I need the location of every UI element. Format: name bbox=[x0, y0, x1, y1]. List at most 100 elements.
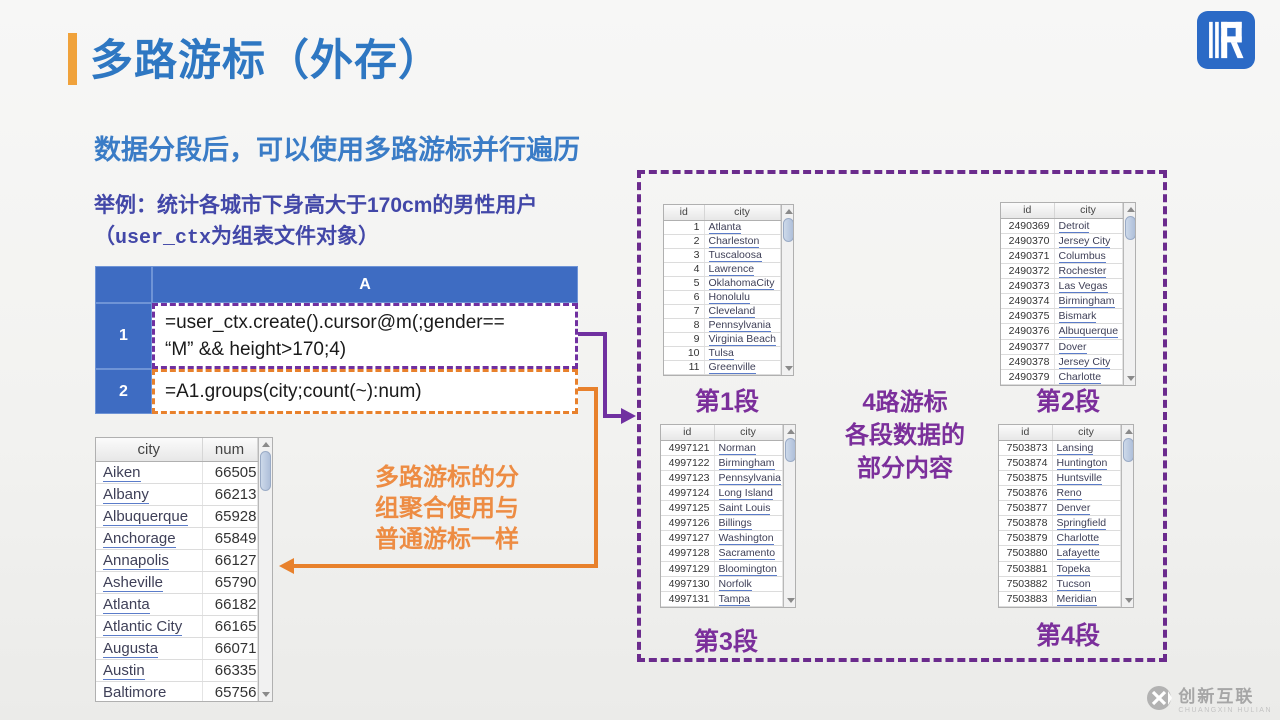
city-link[interactable]: Annapolis bbox=[103, 551, 169, 570]
city-link[interactable]: Huntsville bbox=[1056, 471, 1103, 485]
scrollbar-thumb[interactable] bbox=[783, 218, 793, 242]
city-link[interactable]: Tulsa bbox=[708, 347, 734, 360]
city-link[interactable]: Jersey City bbox=[1058, 355, 1111, 369]
seg2-scrollbar[interactable] bbox=[1122, 203, 1136, 385]
scroll-up-button[interactable] bbox=[1122, 425, 1134, 438]
scroll-down-button[interactable] bbox=[784, 594, 796, 607]
city-link[interactable]: Tampa bbox=[718, 592, 751, 606]
city-link[interactable]: Long Island bbox=[718, 486, 773, 500]
city-link[interactable]: Jersey City bbox=[1058, 234, 1111, 248]
city-link[interactable]: Las Vegas bbox=[1058, 280, 1108, 293]
scroll-down-button[interactable] bbox=[782, 362, 794, 375]
city-link[interactable]: Norman bbox=[718, 441, 756, 455]
city-link[interactable]: Aiken bbox=[103, 463, 141, 482]
segment-4-label: 第4段 bbox=[1036, 622, 1100, 650]
scrollbar-thumb[interactable] bbox=[785, 438, 795, 462]
city-link[interactable]: Augusta bbox=[103, 639, 159, 658]
city-link[interactable]: Charlotte bbox=[1056, 532, 1100, 545]
code-user-ctx: user_ctx bbox=[115, 227, 212, 250]
city-link[interactable]: Lawrence bbox=[708, 263, 755, 276]
city-link[interactable]: Lafayette bbox=[1056, 547, 1100, 560]
scroll-down-button[interactable] bbox=[259, 688, 273, 701]
cell-a2: =A1.groups(city;count(~):num) bbox=[152, 369, 578, 414]
city-link[interactable]: Bismark bbox=[1058, 310, 1097, 323]
city-link[interactable]: Dover bbox=[1058, 340, 1087, 354]
city-link[interactable]: Atlanta bbox=[103, 595, 150, 614]
city-link[interactable]: Austin bbox=[103, 661, 145, 680]
city-link[interactable]: Cleveland bbox=[708, 305, 756, 318]
city-link[interactable]: Billings bbox=[718, 517, 752, 530]
city-link[interactable]: Denver bbox=[1056, 502, 1091, 515]
city-link[interactable]: Baltimore bbox=[103, 683, 167, 701]
scrollbar-thumb[interactable] bbox=[260, 451, 271, 491]
city-link[interactable]: Springfield bbox=[1056, 517, 1107, 530]
scroll-up-icon bbox=[1124, 429, 1133, 434]
scrollbar-thumb[interactable] bbox=[1125, 216, 1135, 240]
city-link[interactable]: Pennsylvania bbox=[718, 471, 781, 485]
scroll-down-icon bbox=[784, 366, 793, 371]
seg1-scrollbar[interactable] bbox=[780, 205, 794, 375]
city-link[interactable]: Honolulu bbox=[708, 291, 750, 304]
city-link[interactable]: Virginia Beach bbox=[708, 333, 777, 346]
city-link[interactable]: Albany bbox=[103, 485, 149, 504]
corner-cell bbox=[95, 266, 152, 303]
result-scrollbar[interactable] bbox=[257, 438, 273, 701]
scroll-up-button[interactable] bbox=[782, 205, 794, 218]
city-link[interactable]: Tucson bbox=[1056, 577, 1091, 591]
city-link[interactable]: Anchorage bbox=[103, 529, 176, 548]
seg4-scrollbar[interactable] bbox=[1120, 425, 1134, 607]
city-link[interactable]: Rochester bbox=[1058, 264, 1107, 278]
city-link[interactable]: Lansing bbox=[1056, 441, 1094, 455]
city-link[interactable]: Greenville bbox=[708, 361, 756, 374]
city-link[interactable]: Topeka bbox=[1056, 562, 1091, 576]
subtitle: 数据分段后，可以使用多路游标并行遍历 bbox=[94, 135, 580, 165]
scroll-up-button[interactable] bbox=[784, 425, 796, 438]
city-link[interactable]: Albuquerque bbox=[103, 507, 189, 526]
seg3-scrollbar[interactable] bbox=[782, 425, 796, 607]
watermark: 创新互联 CHUANGXIN HULIAN bbox=[1146, 682, 1272, 714]
city-link[interactable]: Detroit bbox=[1058, 219, 1090, 233]
city-link[interactable]: Pennsylvania bbox=[708, 319, 771, 332]
city-link[interactable]: Norfolk bbox=[718, 577, 752, 591]
scroll-up-button[interactable] bbox=[259, 438, 273, 451]
scrollbar-thumb[interactable] bbox=[1123, 438, 1133, 462]
city-link[interactable]: Asheville bbox=[103, 573, 164, 592]
scroll-up-button[interactable] bbox=[1124, 203, 1136, 216]
row-header-2: 2 bbox=[95, 369, 152, 414]
city-link[interactable]: Huntington bbox=[1056, 456, 1108, 470]
scroll-down-icon bbox=[261, 692, 270, 697]
city-link[interactable]: Bloomington bbox=[718, 562, 777, 576]
city-link[interactable]: Charlotte bbox=[1058, 370, 1102, 384]
city-link[interactable]: Birmingham bbox=[718, 456, 775, 470]
city-link[interactable]: OklahomaCity bbox=[708, 277, 775, 290]
seg1-col-id: id bbox=[664, 205, 705, 221]
city-link[interactable]: Birmingham bbox=[1058, 295, 1115, 308]
city-link[interactable]: Columbus bbox=[1058, 249, 1106, 263]
city-link[interactable]: Tuscaloosa bbox=[708, 249, 762, 262]
scroll-down-button[interactable] bbox=[1124, 372, 1136, 385]
city-link[interactable]: Saint Louis bbox=[718, 502, 771, 515]
city-link[interactable]: Atlanta bbox=[708, 221, 742, 234]
city-link[interactable]: Albuquerque bbox=[1058, 325, 1119, 338]
city-link[interactable]: Atlantic City bbox=[103, 617, 183, 636]
city-link[interactable]: Charleston bbox=[708, 235, 760, 248]
city-link[interactable]: Sacramento bbox=[718, 547, 776, 560]
result-col-num: num bbox=[202, 438, 258, 462]
city-link[interactable]: Reno bbox=[1056, 486, 1082, 500]
scroll-down-button[interactable] bbox=[1122, 594, 1134, 607]
city-link[interactable]: Washington bbox=[718, 532, 774, 545]
city-link[interactable]: Meridian bbox=[1056, 592, 1097, 606]
